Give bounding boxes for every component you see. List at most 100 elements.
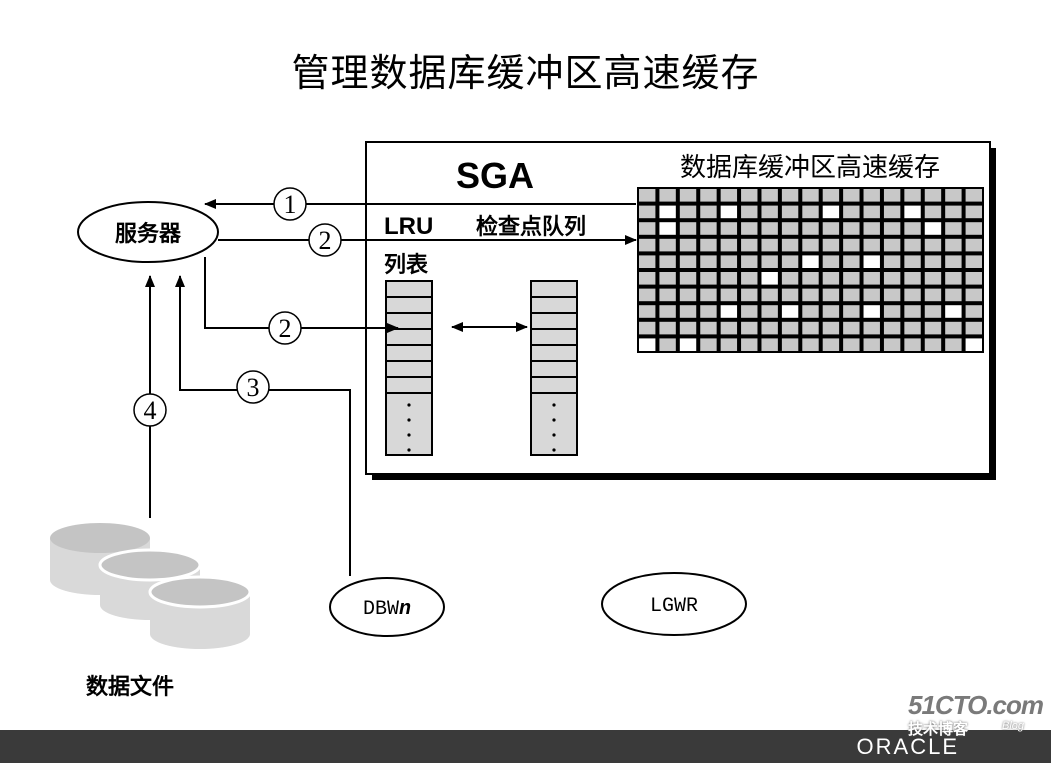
cache-buffer xyxy=(679,205,697,219)
cache-buffer xyxy=(822,321,840,335)
cache-buffer xyxy=(741,238,758,252)
page-title: 管理数据库缓冲区高速缓存 xyxy=(291,51,760,95)
cache-buffer xyxy=(924,255,942,268)
cache-buffer xyxy=(965,205,982,219)
cache-buffer xyxy=(965,288,982,302)
sga-label: SGA xyxy=(456,155,534,196)
step-2-number: 2 xyxy=(319,226,332,255)
cache-buffer xyxy=(843,288,860,302)
cache-buffer xyxy=(883,288,901,302)
cache-buffer xyxy=(904,305,921,318)
lgwr-process xyxy=(601,572,747,636)
cache-buffer xyxy=(802,189,819,202)
cache-buffer xyxy=(679,321,697,335)
cache-buffer xyxy=(659,338,676,351)
cache-buffer xyxy=(843,222,860,235)
cache-buffer xyxy=(720,205,738,219)
cache-buffer xyxy=(639,238,656,252)
cache-buffer xyxy=(720,255,738,268)
cache-buffer xyxy=(679,255,697,268)
cache-buffer xyxy=(679,288,697,302)
cache-buffer xyxy=(822,205,840,219)
cache-buffer xyxy=(904,222,921,235)
cache-buffer xyxy=(802,222,819,235)
cache-buffer xyxy=(659,321,676,335)
cache-buffer xyxy=(945,338,962,351)
cache-buffer xyxy=(883,338,901,351)
watermark-blog: Blog xyxy=(1002,720,1025,732)
cache-buffer xyxy=(863,222,880,235)
dbwn-label: DBWn xyxy=(363,598,411,621)
cache-buffer xyxy=(679,222,697,235)
cache-buffer xyxy=(781,238,799,252)
cache-buffer xyxy=(761,272,778,285)
cache-buffer xyxy=(761,338,778,351)
cache-buffer xyxy=(720,305,738,318)
step-2-marker xyxy=(308,223,342,257)
cache-buffer xyxy=(720,321,738,335)
cache-buffer xyxy=(761,305,778,318)
cache-buffer xyxy=(843,238,860,252)
cache-buffer xyxy=(741,288,758,302)
cache-buffer xyxy=(822,338,840,351)
cache-buffer xyxy=(639,255,656,268)
cache-buffer xyxy=(781,305,799,318)
server-label: 服务器 xyxy=(115,222,182,247)
cache-buffer xyxy=(904,272,921,285)
cache-buffer xyxy=(843,205,860,219)
cache-buffer xyxy=(924,288,942,302)
cache-buffer xyxy=(945,189,962,202)
cache-buffer xyxy=(700,189,717,202)
cache-buffer xyxy=(863,205,880,219)
cache-buffer xyxy=(965,255,982,268)
cache-buffer xyxy=(639,338,656,351)
cache-buffer xyxy=(700,272,717,285)
cache-buffer xyxy=(659,288,676,302)
cache-buffer xyxy=(924,205,942,219)
buffer-cache-diagram: SGA 数据库缓冲区高速缓存 LRU 列表 检查点队列 xyxy=(50,141,996,700)
cache-buffer xyxy=(965,272,982,285)
cache-buffer xyxy=(761,238,778,252)
watermark: 51CTO.com 技术博客 Blog xyxy=(906,690,1044,738)
cache-buffer xyxy=(883,305,901,318)
cache-buffer xyxy=(965,238,982,252)
checkpoint-queue xyxy=(530,280,578,456)
cache-buffer xyxy=(822,288,840,302)
cache-buffer xyxy=(781,189,799,202)
cache-buffer xyxy=(720,238,738,252)
cache-buffer xyxy=(639,222,656,235)
cache-buffer xyxy=(700,288,717,302)
cache-buffer xyxy=(639,288,656,302)
cache-buffer xyxy=(924,238,942,252)
cache-buffer xyxy=(822,255,840,268)
cache-buffer xyxy=(700,321,717,335)
cache-buffer xyxy=(883,189,901,202)
cache-buffer xyxy=(904,205,921,219)
cache-buffer xyxy=(741,222,758,235)
cache-buffer xyxy=(679,238,697,252)
cache-buffer xyxy=(904,288,921,302)
step-3-marker xyxy=(236,370,270,404)
cache-buffer xyxy=(700,222,717,235)
cache-buffer xyxy=(843,272,860,285)
cache-buffer xyxy=(802,238,819,252)
cache-buffer xyxy=(965,305,982,318)
cache-buffer xyxy=(965,321,982,335)
cache-buffer xyxy=(883,205,901,219)
lru-label-cn: 列表 xyxy=(384,253,429,278)
cache-buffer xyxy=(700,338,717,351)
arrow-step-2-lru xyxy=(204,257,399,333)
datafiles-icon xyxy=(50,523,252,649)
cache-buffer xyxy=(639,205,656,219)
cache-buffer xyxy=(639,189,656,202)
cache-buffer xyxy=(802,205,819,219)
cache-buffer xyxy=(639,305,656,318)
cache-buffer xyxy=(843,338,860,351)
cache-buffer xyxy=(904,321,921,335)
cache-buffer xyxy=(802,305,819,318)
cache-buffer xyxy=(883,255,901,268)
cache-buffer xyxy=(863,338,880,351)
cache-buffer xyxy=(863,238,880,252)
cache-buffer xyxy=(883,238,901,252)
cache-buffer xyxy=(741,189,758,202)
